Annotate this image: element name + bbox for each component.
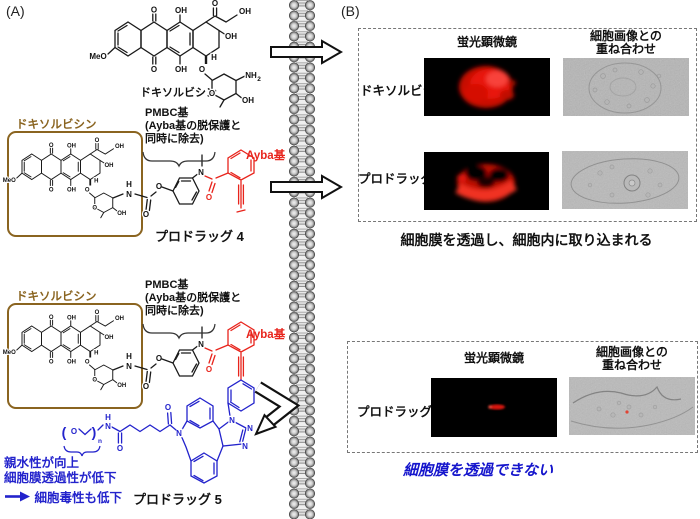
atom-N: N: [242, 442, 248, 451]
peg-brace: [63, 445, 101, 457]
atom-N: N: [176, 429, 182, 438]
prodrug5-label: プロドラッグ 5: [133, 492, 222, 507]
dbco-peg-group: N N N N O O N H ) O: [60, 379, 255, 484]
panel-a-structures: NH 2 N N N: [0, 0, 262, 484]
column-header-fluorescence-2: 蛍光顕微鏡: [463, 351, 524, 365]
atom-NH2-subscript: 2: [257, 76, 261, 83]
prodrug4-structure: [3, 132, 254, 236]
pmbc-line2: (Ayba基の脱保護と: [145, 120, 242, 132]
pmbc-line1: PMBC基: [145, 107, 189, 119]
doxorubicin-label-top: ドキソルビシン: [140, 87, 217, 99]
atom-N: N: [247, 424, 253, 433]
lipid-bilayer-membrane: [286, 0, 318, 519]
peg-subscript-n: n: [98, 438, 102, 445]
doxorubicin-box-label-1: ドキソルビシン: [16, 119, 97, 131]
atom-O: O: [117, 444, 123, 453]
note-permeability: 細胞膜透過性が低下: [4, 471, 117, 485]
column-header-overlay-1: 細胞画像との 重ね合わせ: [563, 30, 689, 56]
pmbc-label-1: PMBC基 (Ayba基の脱保護と 同時に除去): [145, 107, 241, 146]
note-toxicity: 細胞毒性も低下: [34, 491, 122, 505]
overlay-header-line1: 細胞画像との: [590, 29, 662, 43]
note-toxicity-row: 細胞毒性も低下: [4, 487, 122, 506]
atom-N: N: [105, 422, 111, 431]
panel-a-tag: (A): [6, 3, 25, 19]
caption-impermeable: 細胞膜を透過できない: [403, 462, 554, 479]
overlay-image-prodrug4: [562, 151, 688, 209]
doxorubicin-box-label-2: ドキソルビシン: [16, 291, 97, 303]
prodrug4-label: プロドラッグ 4: [155, 229, 244, 244]
atom-O: O: [165, 403, 171, 412]
peg-open-paren: (: [62, 424, 67, 440]
pmbc-line2: (Ayba基の脱保護と: [145, 292, 242, 304]
peg-close-paren: ): [92, 424, 97, 440]
overlay-image-doxorubicin: [563, 58, 689, 116]
pmbc-line3: 同時に除去): [145, 133, 204, 145]
column-header-fluorescence-1: 蛍光顕微鏡: [456, 35, 517, 49]
atom-N: N: [229, 416, 235, 425]
overlay-image-prodrug5: [569, 377, 695, 435]
caption-permeable: 細胞膜を透過し、細胞内に取り込まれる: [400, 232, 653, 248]
overlay-header-line2: 重ね合わせ: [595, 42, 656, 56]
atom-H: H: [105, 413, 111, 422]
doxorubicin-structure-top: NH 2: [88, 0, 262, 109]
ayba-label-1: Ayba基: [246, 150, 286, 162]
pmbc-label-2: PMBC基 (Ayba基の脱保護と 同時に除去): [145, 279, 241, 318]
atom-O: O: [71, 427, 77, 436]
fluorescence-image-prodrug5: [431, 378, 557, 437]
pmbc-line1: PMBC基: [145, 279, 189, 291]
panel-b-tag: (B): [341, 3, 360, 19]
note-hydrophilicity: 親水性が向上: [4, 456, 80, 470]
overlay-header-line1: 細胞画像との: [596, 345, 668, 359]
overlay-red-dot: [625, 410, 629, 414]
atom-NH: NH: [245, 71, 257, 80]
fluorescence-image-doxorubicin: [424, 58, 550, 116]
row-label-prodrug5: プロドラッグ 5: [357, 405, 443, 419]
ayba-label-2: Ayba基: [246, 329, 286, 341]
pmbc-line3: 同時に除去): [145, 305, 204, 317]
blue-right-arrow-icon: [5, 491, 30, 502]
row-label-prodrug4: プロドラッグ 4: [358, 172, 444, 186]
column-header-overlay-2: 細胞画像との 重ね合わせ: [569, 346, 695, 372]
overlay-header-line2: 重ね合わせ: [601, 358, 662, 372]
prodrug5-structure: N N N N O O N H ) O: [3, 304, 255, 484]
fluorescence-image-prodrug4: [424, 152, 549, 210]
